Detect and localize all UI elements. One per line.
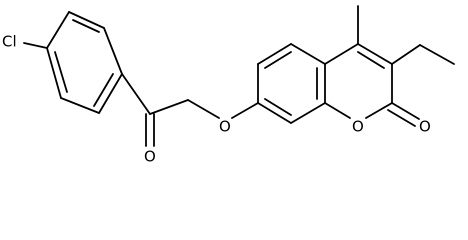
bond xyxy=(257,102,292,124)
bond-network xyxy=(23,5,455,147)
bond xyxy=(357,51,385,69)
ketone-oxygen-label: O xyxy=(144,148,156,166)
bond xyxy=(46,47,62,99)
chlorine-label: Cl xyxy=(2,33,17,51)
bond xyxy=(290,102,326,124)
bond xyxy=(365,102,393,119)
bond xyxy=(257,43,292,65)
bond xyxy=(231,102,259,119)
bond xyxy=(187,99,220,119)
bond xyxy=(93,73,114,107)
bond xyxy=(54,51,68,93)
bond xyxy=(391,44,421,65)
bond xyxy=(103,27,123,75)
bond xyxy=(290,43,326,65)
lactone-carbonyl-oxygen-label: O xyxy=(419,118,431,136)
bond xyxy=(46,11,70,49)
bond xyxy=(387,109,416,127)
bond xyxy=(264,98,292,116)
bond xyxy=(391,102,420,120)
ether-oxygen-label: O xyxy=(219,118,231,136)
bond xyxy=(60,97,100,114)
bond xyxy=(68,11,105,29)
chemical-structure-diagram: Cl O O O O xyxy=(2,5,455,166)
atom-labels: Cl O O O O xyxy=(2,33,431,166)
bond xyxy=(324,102,351,119)
bond xyxy=(121,73,151,115)
bond xyxy=(324,43,359,65)
bond xyxy=(264,51,292,69)
ring-oxygen-label: O xyxy=(352,118,364,136)
bond xyxy=(72,19,100,33)
bond xyxy=(98,73,123,114)
bond xyxy=(419,44,455,65)
bond xyxy=(149,99,189,115)
bond xyxy=(23,42,48,49)
bond xyxy=(357,43,393,65)
